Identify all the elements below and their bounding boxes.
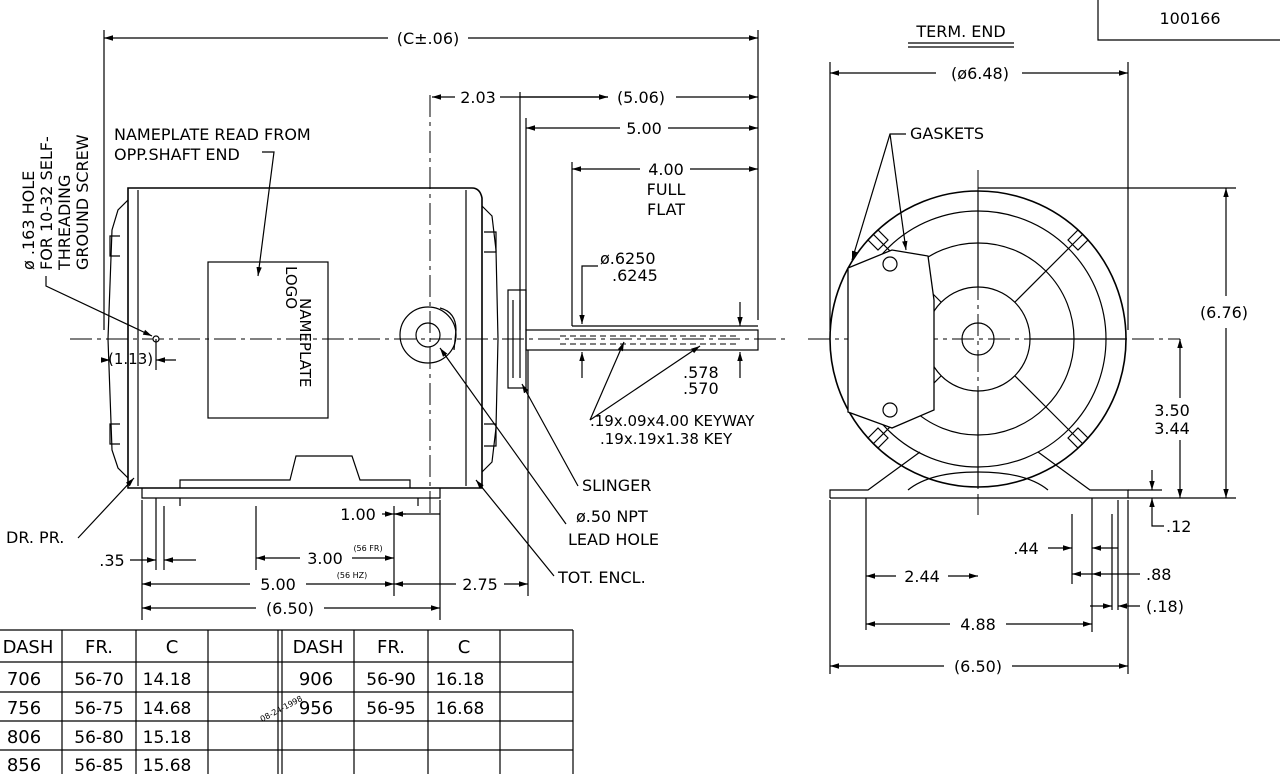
dim-2-75: 2.75	[462, 575, 498, 594]
cell-fr: 56-80	[74, 728, 123, 748]
cell-c: 16.68	[436, 699, 485, 719]
dim-2-44: 2.44	[904, 567, 940, 586]
cell-c: 14.68	[143, 699, 192, 719]
shaft-dia-min: .6245	[612, 266, 658, 285]
hdr-dash-2: DASH	[293, 637, 344, 658]
logo-label: LOGO	[282, 266, 300, 309]
full-label: FULL	[647, 180, 686, 199]
hole-note-2: FOR 10-32 SELF-	[37, 136, 56, 270]
keyway-label: .19x.09x4.00 KEYWAY	[590, 412, 755, 430]
cell-dash: 756	[7, 698, 41, 719]
hdr-fr-2: FR.	[377, 637, 405, 658]
cell-fr: 56-95	[366, 699, 415, 719]
dim-0-44: .44	[1013, 539, 1038, 558]
cell-c: 16.18	[436, 670, 485, 690]
dim-4-88: 4.88	[960, 615, 996, 634]
cell-fr: 56-90	[366, 670, 415, 690]
dim-0-88: .88	[1146, 565, 1171, 584]
npt-label-2: LEAD HOLE	[568, 530, 659, 549]
gaskets-label: GASKETS	[910, 124, 984, 143]
slinger-label: SLINGER	[582, 476, 651, 495]
nameplate-label: NAMEPLATE	[296, 298, 314, 387]
hole-note-1: ø .163 HOLE	[19, 171, 38, 270]
dim-5-06: (5.06)	[617, 88, 665, 107]
fr-56-label: (56 FR)	[353, 544, 382, 553]
hdr-c-1: C	[166, 637, 179, 658]
cell-c: 14.18	[143, 670, 192, 690]
hdr-c-2: C	[458, 637, 471, 658]
cell-dash: 706	[7, 669, 41, 690]
hdr-fr-1: FR.	[85, 637, 113, 658]
dim-5-00: 5.00	[626, 119, 662, 138]
hdr-dash-1: DASH	[3, 637, 54, 658]
cell-dash: 806	[7, 727, 41, 748]
cell-dash: 956	[299, 698, 333, 719]
end-view: TERM. END	[808, 22, 1180, 515]
npt-label-1: ø.50 NPT	[576, 507, 648, 526]
dim-3-50: 3.50	[1154, 401, 1190, 420]
cell-dash: 856	[7, 755, 41, 774]
key-h-min: .570	[683, 379, 719, 398]
dim-3-44: 3.44	[1154, 419, 1190, 438]
dim-2-03: 2.03	[460, 88, 496, 107]
dim-0-12: .12	[1166, 517, 1191, 536]
dr-pr-label: DR. PR.	[6, 528, 64, 547]
cell-c: 15.18	[143, 728, 192, 748]
dim-0-35: .35	[99, 551, 124, 570]
tot-encl-label: TOT. ENCL.	[557, 568, 646, 587]
dim-1-13: (1.13)	[108, 350, 153, 368]
hole-note-4: GROUND SCREW	[73, 134, 92, 270]
end-view-title: TERM. END	[915, 22, 1005, 41]
dim-c: (C±.06)	[397, 29, 460, 48]
key-h-max: .578	[683, 363, 719, 382]
cell-fr: 56-85	[74, 756, 123, 774]
dash-table: DASH FR. C DASH FR. C 706 56-70 14.18 90…	[0, 629, 574, 774]
nameplate-note-1: NAMEPLATE READ FROM	[114, 125, 311, 144]
dim-1-00: 1.00	[340, 505, 376, 524]
shaft-dia-max: ø.6250	[600, 249, 656, 268]
key-label: .19x.19x1.38 KEY	[600, 430, 733, 448]
nameplate-note-2: OPP.SHAFT END	[114, 145, 240, 164]
end-view-dimensions: (ø6.48) GASKETS (6.76) 3.50 3.44 .12 .44…	[829, 62, 1248, 676]
hole-note-3: THREADING	[55, 175, 74, 271]
hz-56-label: (56 HZ)	[337, 571, 367, 580]
cell-c: 15.68	[143, 756, 192, 774]
cell-dash: 906	[299, 669, 333, 690]
dim-4-00: 4.00	[648, 160, 684, 179]
dim-5-00-base: 5.00	[260, 575, 296, 594]
dim-3-00: 3.00	[307, 549, 343, 568]
date-stamp: 08-24-1998	[259, 694, 304, 724]
cell-fr: 56-75	[74, 699, 123, 719]
dim-6-50-side: (6.50)	[266, 599, 314, 618]
flat-label: FLAT	[647, 200, 685, 219]
title-block: 100166	[1097, 0, 1280, 41]
side-view-dimensions: (C±.06) 2.03 (5.06) 5.00 4.00 FULL FLAT …	[6, 29, 759, 620]
dim-6-76: (6.76)	[1200, 303, 1248, 322]
drawing-number: 100166	[1159, 9, 1220, 28]
cell-fr: 56-70	[74, 670, 123, 690]
dim-0-18: (.18)	[1146, 597, 1184, 616]
dim-dia-6-48: (ø6.48)	[951, 64, 1009, 83]
dim-6-50-end: (6.50)	[954, 657, 1002, 676]
